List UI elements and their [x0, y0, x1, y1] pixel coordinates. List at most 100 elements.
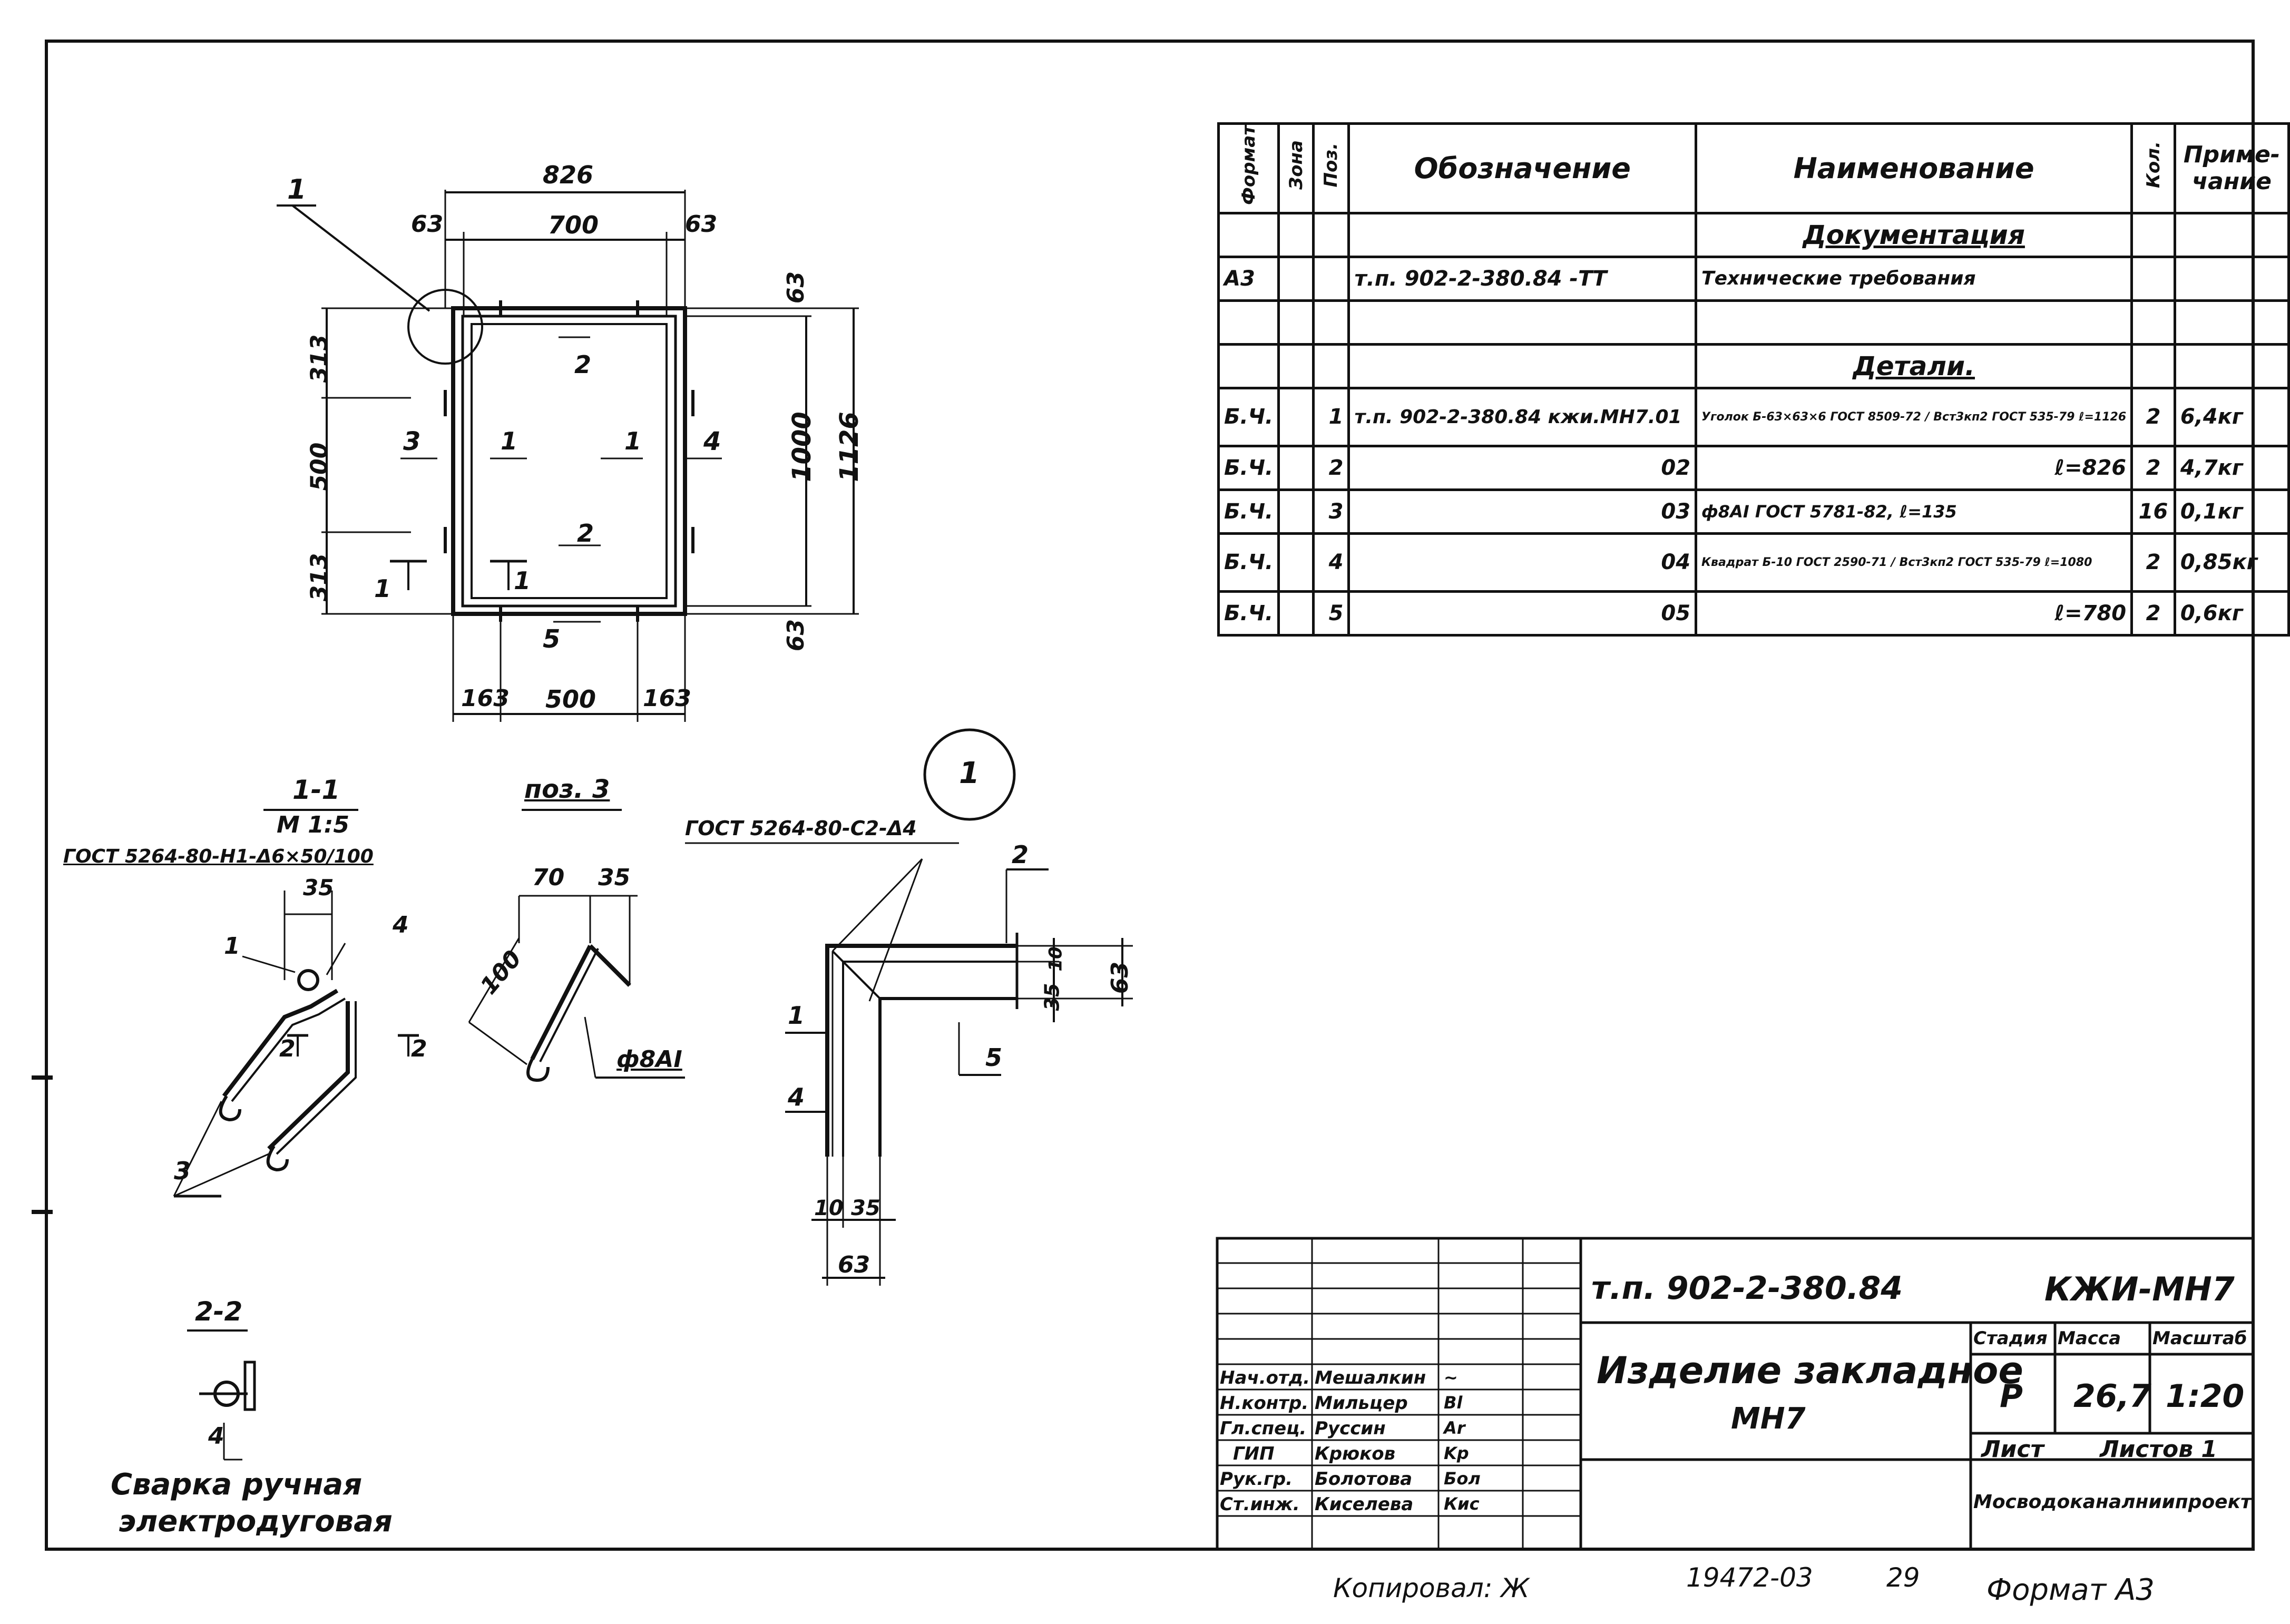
- table-row: Детали.: [1217, 343, 2290, 389]
- row-format: Б.Ч.: [1217, 444, 1280, 491]
- specification-table: Формат Зона Поз. Обозначение Наименовани…: [1217, 122, 2290, 637]
- row-name: ℓ=780: [1695, 590, 2134, 637]
- staff-role: Гл.спец.: [1220, 1418, 1307, 1439]
- s11-callout-2a: 2: [279, 1035, 296, 1062]
- mass-value: 26,7: [2073, 1378, 2152, 1415]
- callout-1-right: 1: [624, 427, 642, 455]
- table-row: Документация: [1217, 211, 2290, 258]
- row-format: Б.Ч.: [1217, 488, 1280, 535]
- inventory-number: 19472-03: [1686, 1562, 1813, 1593]
- row-pos: 3: [1312, 488, 1350, 535]
- staff-role: Н.контр.: [1220, 1393, 1309, 1414]
- row-designation: 02: [1347, 444, 1698, 491]
- spec-header-row: Формат Зона Поз. Обозначение Наименовани…: [1217, 122, 2290, 214]
- item-title: Изделие закладное: [1597, 1349, 2023, 1392]
- item-sub: МН7: [1731, 1402, 1806, 1436]
- row-name: Квадрат Б-10 ГОСТ 2590-71 / Вст3кп2 ГОСТ…: [1695, 532, 2134, 593]
- pos3-title: поз. 3: [524, 775, 610, 804]
- callout-4: 4: [703, 427, 721, 456]
- copied-by: Копировал: Ж: [1333, 1573, 1530, 1603]
- staff-signature: Ar: [1444, 1418, 1465, 1438]
- dim-70: 70: [532, 864, 565, 891]
- d1-callout-4: 4: [788, 1083, 805, 1111]
- staff-name: Руссин: [1315, 1418, 1386, 1439]
- table-row: Б.Ч. 4 04 Квадрат Б-10 ГОСТ 2590-71 / Вс…: [1217, 532, 2290, 593]
- detail-1: [685, 728, 1133, 1286]
- section-mark-1-right: 1: [514, 566, 531, 595]
- row-qty: 16: [2130, 488, 2176, 535]
- dim-35-v: 35: [1040, 983, 1064, 1011]
- row-qty: 2: [2130, 444, 2176, 491]
- s11-callout-1: 1: [224, 933, 240, 960]
- pos-3-detail: [468, 809, 685, 1082]
- row-name: ℓ=826: [1695, 444, 2134, 491]
- row-name: ф8АI ГОСТ 5781-82, ℓ=135: [1695, 488, 2134, 535]
- dim-313-bottom: 313: [306, 553, 333, 602]
- staff-role: Рук.гр.: [1220, 1469, 1293, 1490]
- dim-313-top: 313: [306, 334, 333, 383]
- header-qty: Кол.: [2130, 122, 2176, 214]
- table-row: Б.Ч. 2 02 ℓ=826 2 4,7кг: [1217, 444, 2290, 491]
- section-1-1: [173, 809, 419, 1198]
- row-pos: 2: [1312, 444, 1350, 491]
- header-zone: Зона: [1277, 122, 1315, 214]
- s11-callout-2b: 2: [411, 1035, 427, 1062]
- dim-500-bottom: 500: [545, 685, 596, 713]
- dim-10-b: 10: [814, 1196, 844, 1220]
- s22-callout-4: 4: [208, 1423, 224, 1450]
- dim-700: 700: [548, 211, 599, 239]
- row-format: Б.Ч.: [1217, 386, 1280, 447]
- callout-5: 5: [543, 624, 561, 654]
- d1-callout-1: 1: [788, 1001, 805, 1030]
- staff-name: Болотова: [1315, 1469, 1413, 1490]
- row-qty: 2: [2130, 386, 2176, 447]
- staff-role: Ст.инж.: [1220, 1494, 1300, 1515]
- section-docs: Документация: [1695, 211, 2134, 258]
- d1-callout-5: 5: [985, 1043, 1003, 1072]
- row-pos: 5: [1312, 590, 1350, 637]
- sheet-label: Лист: [1981, 1436, 2044, 1463]
- row-note: 6,4кг: [2173, 386, 2290, 447]
- callout-3: 3: [403, 427, 421, 456]
- doc-code: т.п. 902-2-380.84: [1591, 1270, 1903, 1307]
- organization: Мосводоканалниипроект: [1973, 1491, 2252, 1513]
- stage-label: Стадия: [1973, 1328, 2048, 1349]
- row-format: Б.Ч.: [1217, 532, 1280, 593]
- section-mark-1-left: 1: [374, 574, 392, 603]
- dim-10-v: 10: [1045, 946, 1066, 972]
- scale-label: Масштаб: [2152, 1328, 2247, 1349]
- dim-163-right: 163: [643, 685, 691, 712]
- dim-63-top: 63: [782, 271, 810, 304]
- detail-1-mark: 1: [959, 756, 980, 790]
- row-note: 4,7кг: [2173, 444, 2290, 491]
- staff-name: Мешалкин: [1315, 1367, 1426, 1388]
- dim-1126: 1126: [834, 412, 864, 482]
- scale-value: 1:20: [2166, 1378, 2245, 1415]
- header-designation: Обозначение: [1347, 122, 1698, 214]
- title-block-grid: [1216, 1237, 2255, 1551]
- sheet-frame: [45, 40, 2255, 1551]
- staff-name: Киселева: [1315, 1494, 1414, 1515]
- dim-63-right: 63: [685, 211, 718, 238]
- weld-spec-1: ГОСТ 5264-80-Н1-Δ6×50/100: [63, 846, 374, 867]
- doc-mark: КЖИ-МН7: [2044, 1270, 2235, 1308]
- row-name: Уголок Б-63×63×6 ГОСТ 8509-72 / Вст3кп2 …: [1695, 386, 2134, 447]
- dim-1000: 1000: [787, 412, 817, 482]
- callout-2-bottom: 2: [577, 519, 594, 547]
- table-row: [1217, 299, 2290, 346]
- plan-view: [277, 190, 859, 722]
- weld-spec-2: ГОСТ 5264-80-С2-Δ4: [685, 817, 917, 840]
- stage-value: Р: [2000, 1378, 2023, 1415]
- dim-35-c: 35: [851, 1196, 880, 1220]
- header-pos: Поз.: [1312, 122, 1350, 214]
- dim-826: 826: [543, 161, 594, 189]
- dim-35-a: 35: [303, 875, 334, 901]
- row-pos: 4: [1312, 532, 1350, 593]
- header-name: Наименование: [1695, 122, 2134, 214]
- header-format: Формат: [1217, 122, 1280, 214]
- mass-label: Масса: [2058, 1328, 2121, 1349]
- row-designation: 03: [1347, 488, 1698, 535]
- staff-signature: Bl: [1444, 1393, 1463, 1413]
- row-note: 0,1кг: [2173, 488, 2290, 535]
- table-row: Б.Ч. 1 т.п. 902-2-380.84 кжи.МН7.01 Угол…: [1217, 386, 2290, 447]
